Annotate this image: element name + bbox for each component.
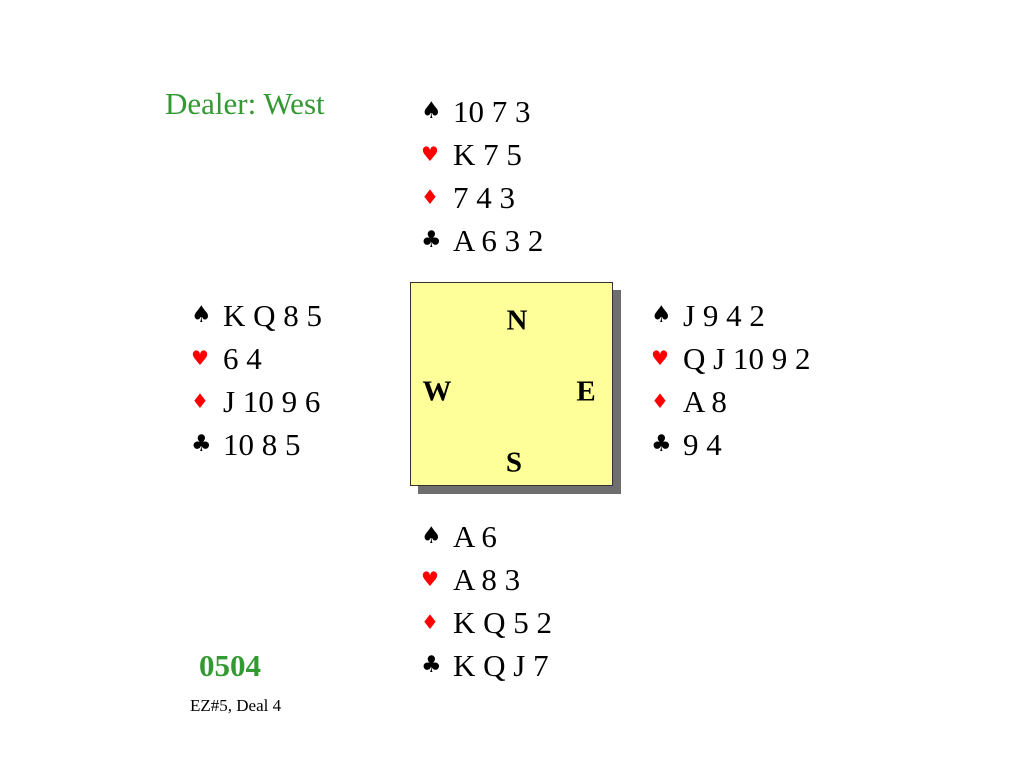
north-hearts-row: ♥ K 7 5 <box>421 133 543 176</box>
spade-icon: ♠ <box>651 302 672 328</box>
east-spades-row: ♠ J 9 4 2 <box>651 294 810 337</box>
east-diamonds-row: ♦ A 8 <box>651 380 810 423</box>
north-spades-cards: 10 7 3 <box>453 94 531 129</box>
east-clubs-row: ♣ 9 4 <box>651 423 810 466</box>
spade-icon: ♠ <box>421 98 442 124</box>
club-icon: ♣ <box>651 431 672 457</box>
west-diamonds-cards: J 10 9 6 <box>223 384 321 419</box>
north-diamonds-row: ♦ 7 4 3 <box>421 176 543 219</box>
spade-icon: ♠ <box>191 302 212 328</box>
west-hearts-cards: 6 4 <box>223 341 262 376</box>
west-hearts-row: ♥ 6 4 <box>191 337 322 380</box>
east-diamonds-cards: A 8 <box>683 384 727 419</box>
south-diamonds-cards: K Q 5 2 <box>453 605 553 640</box>
heart-icon: ♥ <box>651 346 669 370</box>
west-diamonds-row: ♦ J 10 9 6 <box>191 380 322 423</box>
east-hearts-cards: Q J 10 9 2 <box>683 341 811 376</box>
south-spades-row: ♠ A 6 <box>421 515 552 558</box>
heart-icon: ♥ <box>421 142 439 166</box>
club-icon: ♣ <box>421 652 442 678</box>
north-clubs-cards: A 6 3 2 <box>453 223 544 258</box>
heart-icon: ♥ <box>421 567 439 591</box>
east-hearts-row: ♥ Q J 10 9 2 <box>651 337 810 380</box>
table-compass: N W E S <box>410 282 613 486</box>
west-clubs-cards: 10 8 5 <box>223 427 301 462</box>
compass-west: W <box>422 375 452 408</box>
spade-icon: ♠ <box>421 523 442 549</box>
deal-caption: EZ#5, Deal 4 <box>190 696 282 715</box>
west-spades-cards: K Q 8 5 <box>223 298 323 333</box>
south-hearts-row: ♥ A 8 3 <box>421 558 552 601</box>
club-icon: ♣ <box>421 227 442 253</box>
east-clubs-cards: 9 4 <box>683 427 722 462</box>
club-icon: ♣ <box>191 431 212 457</box>
diamond-icon: ♦ <box>191 389 209 413</box>
compass-north: N <box>506 304 528 337</box>
east-spades-cards: J 9 4 2 <box>683 298 765 333</box>
west-clubs-row: ♣ 10 8 5 <box>191 423 322 466</box>
south-spades-cards: A 6 <box>453 519 497 554</box>
heart-icon: ♥ <box>191 346 209 370</box>
south-hearts-cards: A 8 3 <box>453 562 521 597</box>
south-hand: ♠ A 6 ♥ A 8 3 ♦ K Q 5 2 ♣ K Q J 7 <box>421 515 552 687</box>
diamond-icon: ♦ <box>421 185 439 209</box>
compass-south: S <box>505 446 523 479</box>
north-clubs-row: ♣ A 6 3 2 <box>421 219 543 262</box>
north-hearts-cards: K 7 5 <box>453 137 522 172</box>
compass-east: E <box>576 375 596 408</box>
north-hand: ♠ 10 7 3 ♥ K 7 5 ♦ 7 4 3 ♣ A 6 3 2 <box>421 90 543 262</box>
board-number: 0504 <box>199 648 261 683</box>
south-clubs-cards: K Q J 7 <box>453 648 549 683</box>
north-spades-row: ♠ 10 7 3 <box>421 90 543 133</box>
south-clubs-row: ♣ K Q J 7 <box>421 644 552 687</box>
south-diamonds-row: ♦ K Q 5 2 <box>421 601 552 644</box>
west-spades-row: ♠ K Q 8 5 <box>191 294 322 337</box>
diamond-icon: ♦ <box>421 610 439 634</box>
west-hand: ♠ K Q 8 5 ♥ 6 4 ♦ J 10 9 6 ♣ 10 8 5 <box>191 294 322 466</box>
dealer-label: Dealer: West <box>165 86 325 121</box>
north-diamonds-cards: 7 4 3 <box>453 180 515 215</box>
diamond-icon: ♦ <box>651 389 669 413</box>
east-hand: ♠ J 9 4 2 ♥ Q J 10 9 2 ♦ A 8 ♣ 9 4 <box>651 294 810 466</box>
